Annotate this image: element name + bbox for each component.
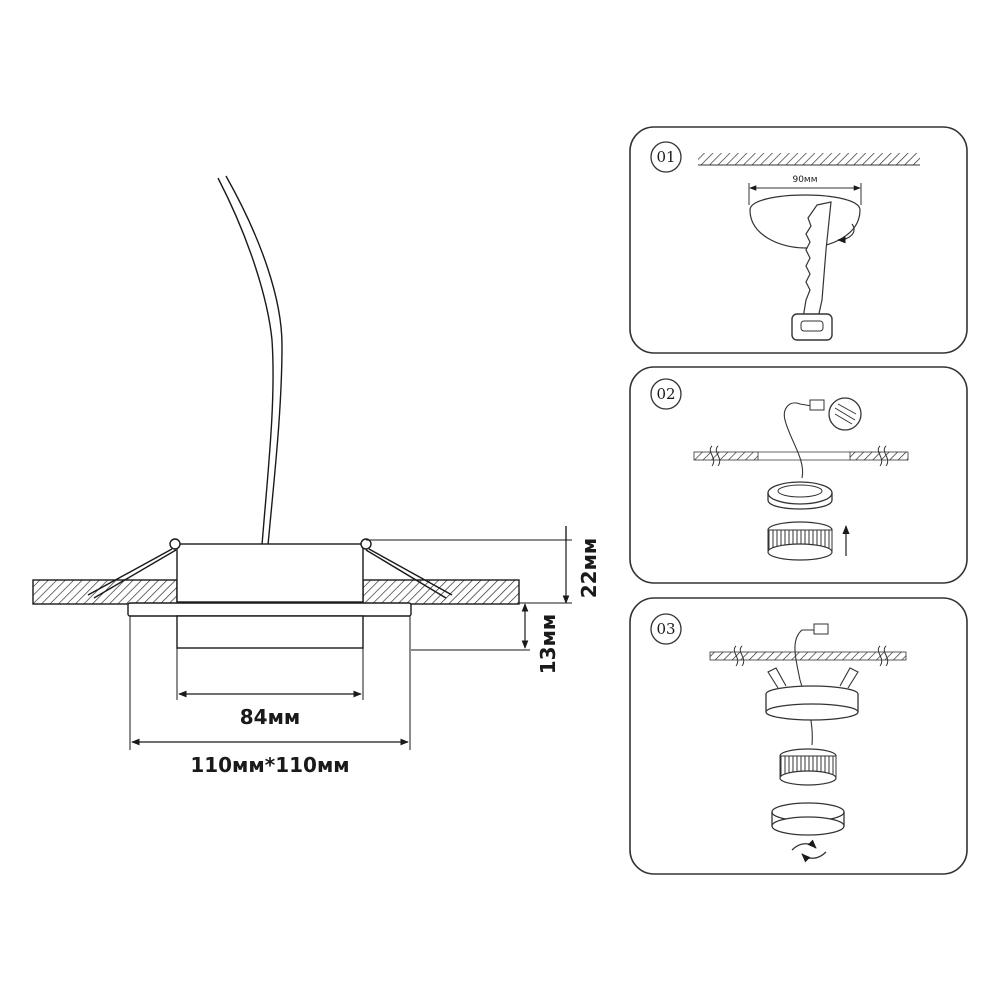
power-cable	[217, 177, 274, 546]
dim-label-84: 84мм	[240, 705, 301, 729]
spring-left-b	[93, 549, 177, 599]
ceiling-section-right	[362, 579, 520, 605]
ceiling-strip-01	[698, 153, 920, 165]
step-badge-02	[650, 378, 682, 410]
spring-right-a	[368, 548, 453, 596]
spring-pivot-left	[169, 538, 181, 550]
spring-pivot-right	[360, 538, 372, 550]
main-drawing	[32, 175, 572, 750]
ceiling-strip-02	[693, 451, 759, 461]
step-number-03: 03	[656, 620, 675, 638]
saw-blade-icon	[802, 201, 832, 319]
power-cable-2	[225, 175, 283, 546]
cut-hole	[749, 194, 861, 249]
wire-02	[783, 402, 813, 479]
dim-label-13: 13мм	[536, 614, 560, 675]
cut-dim-label: 90мм	[792, 175, 817, 185]
fixture-flange	[127, 602, 412, 617]
step-badge-01	[650, 141, 682, 173]
step-number-01: 01	[656, 148, 675, 166]
spring-right-b	[365, 549, 447, 599]
step-panel-03: 03	[629, 597, 968, 875]
twist-arrows-icon	[791, 839, 817, 851]
ceiling-strip-03	[709, 651, 907, 661]
fixture-body	[176, 543, 364, 603]
dim-label-110: 110мм*110мм	[190, 753, 349, 777]
wire-03	[794, 629, 816, 746]
step-badge-03	[650, 613, 682, 645]
dim-label-22: 22мм	[577, 538, 601, 599]
connector-03	[813, 623, 829, 635]
step-number-02: 02	[656, 385, 675, 403]
fixture-lens	[176, 615, 364, 649]
step-panel-02: 02	[629, 366, 968, 584]
rotation-arrow	[837, 223, 855, 244]
step-panel-01: 01 90мм	[629, 126, 968, 354]
spring-left-a	[87, 548, 173, 596]
connector-02	[809, 399, 825, 411]
